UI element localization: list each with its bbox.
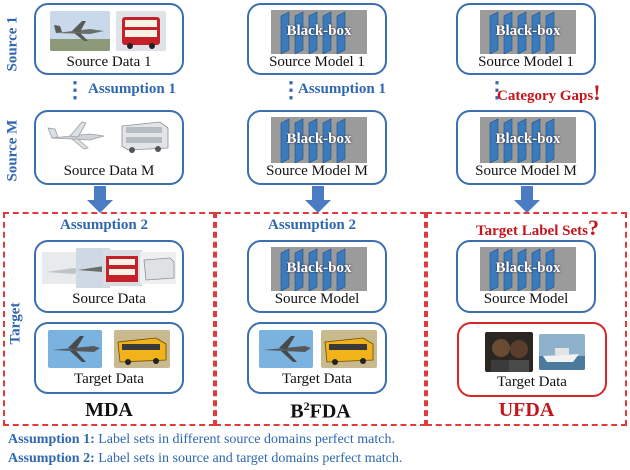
b2fda-sourcem-caption: Source Model M — [266, 163, 368, 179]
neural-network-icon — [480, 10, 576, 55]
footnote-label: Assumption 2: — [8, 451, 95, 466]
footnote-assumption-2: Assumption 2: Label sets in source and t… — [8, 451, 402, 467]
category-gaps-label: Category Gaps — [497, 88, 594, 104]
blackbox-model: Black-box — [271, 117, 367, 164]
ufda-target-data-box: Target Data — [457, 322, 607, 397]
b2fda-source1-box: Black-box Source Model 1 — [247, 3, 387, 75]
bus-thumbnail — [116, 11, 166, 51]
target-label-sets-label: Target Label Sets — [476, 223, 588, 239]
b2fda-sourcem-box: Black-box Source Model M — [247, 110, 387, 185]
blackbox-label: Black-box — [286, 23, 352, 39]
mda-source1-box: Source Data 1 — [34, 3, 184, 75]
blackbox-label: Black-box — [495, 260, 561, 276]
ufda-ellipsis: ⋮ — [486, 77, 508, 102]
boat-thumbnail — [539, 334, 585, 370]
mda-assumption2: Assumption 2 — [60, 217, 148, 233]
ufda-target-caption: Target Data — [497, 374, 567, 390]
ufda-source-model-box: Black-box Source Model — [456, 240, 596, 313]
airplane-thumbnail — [50, 11, 110, 51]
mda-target-data-box: Target Data — [34, 322, 184, 394]
blackbox-label: Black-box — [495, 131, 561, 147]
ufda-sourcem-caption: Source Model M — [475, 163, 577, 179]
mda-sourcem-box: Source Data M — [34, 110, 184, 185]
jet-thumbnail — [48, 330, 102, 368]
b2fda-method-base: B — [290, 400, 304, 423]
footnote-assumption-1: Assumption 1: Label sets in different so… — [8, 432, 395, 448]
mda-source1-caption: Source Data 1 — [66, 54, 152, 70]
source-mixture-thumbnail — [42, 248, 176, 288]
down-arrow-icon — [305, 186, 331, 213]
blackbox-model: Black-box — [271, 247, 367, 292]
question-mark-icon: ? — [587, 215, 599, 240]
b2fda-target-frame — [215, 212, 426, 426]
mda-method-label: MDA — [85, 399, 133, 421]
footnote-text: Label sets in source and target domains … — [94, 451, 403, 466]
blackbox-label: Black-box — [495, 23, 561, 39]
airplane-model-thumbnail — [47, 121, 105, 150]
neural-network-icon — [480, 247, 576, 292]
school-bus-thumbnail — [114, 330, 170, 368]
ufda-source-caption: Source Model — [483, 291, 569, 307]
ufda-category-gaps: Category Gaps! — [497, 80, 601, 106]
neural-network-icon — [271, 10, 367, 55]
footnote-label: Assumption 1: — [8, 432, 95, 447]
exclamation-icon: ! — [593, 80, 601, 105]
people-thumbnail — [485, 332, 533, 372]
b2fda-ellipsis: ⋮ — [280, 77, 302, 102]
neural-network-icon — [480, 117, 576, 164]
ufda-source1-caption: Source Model 1 — [478, 54, 574, 70]
blackbox-model: Black-box — [480, 10, 576, 55]
b2fda-method-sup: 2 — [303, 399, 310, 413]
b2fda-assumption1: Assumption 1 — [298, 81, 386, 97]
down-arrow-icon — [87, 186, 113, 213]
ufda-source1-box: Black-box Source Model 1 — [456, 3, 596, 75]
neural-network-icon — [271, 117, 367, 164]
school-bus-thumbnail — [321, 330, 377, 368]
ufda-method-label: UFDA — [498, 399, 555, 421]
blackbox-label: Black-box — [286, 131, 352, 147]
mda-target-caption: Target Data — [74, 371, 144, 387]
b2fda-method-label: B2FDA — [215, 399, 426, 424]
neural-network-icon — [271, 247, 367, 292]
ufda-target-label-sets: Target Label Sets? — [476, 215, 599, 241]
bus-model-thumbnail — [121, 121, 169, 153]
ufda-sourcem-box: Black-box Source Model M — [456, 110, 596, 185]
jet-thumbnail — [259, 330, 313, 368]
b2fda-assumption2: Assumption 2 — [268, 217, 356, 233]
mda-ellipsis: ⋮ — [64, 77, 86, 102]
blackbox-model: Black-box — [271, 10, 367, 55]
b2fda-target-data-box: Target Data — [247, 322, 387, 394]
row-label-source-1: Source 1 — [4, 16, 21, 72]
blackbox-label: Black-box — [286, 260, 352, 276]
b2fda-source-caption: Source Model — [274, 291, 360, 307]
mda-target-frame — [3, 212, 215, 426]
b2fda-source-model-box: Black-box Source Model — [247, 240, 387, 313]
mda-assumption1: Assumption 1 — [88, 81, 176, 97]
mda-sourcem-caption: Source Data M — [63, 163, 155, 179]
down-arrow-icon — [514, 186, 540, 213]
b2fda-target-caption: Target Data — [282, 371, 352, 387]
blackbox-model: Black-box — [480, 117, 576, 164]
b2fda-source1-caption: Source Model 1 — [269, 54, 365, 70]
footnote-text: Label sets in different source domains p… — [94, 432, 395, 447]
row-label-source-m: Source M — [4, 119, 21, 182]
b2fda-method-rest: FDA — [309, 400, 351, 423]
ufda-target-frame — [426, 212, 627, 426]
mda-source-data-box: Source Data — [34, 240, 184, 313]
mda-source-caption: Source Data — [72, 291, 146, 307]
blackbox-model: Black-box — [480, 247, 576, 292]
